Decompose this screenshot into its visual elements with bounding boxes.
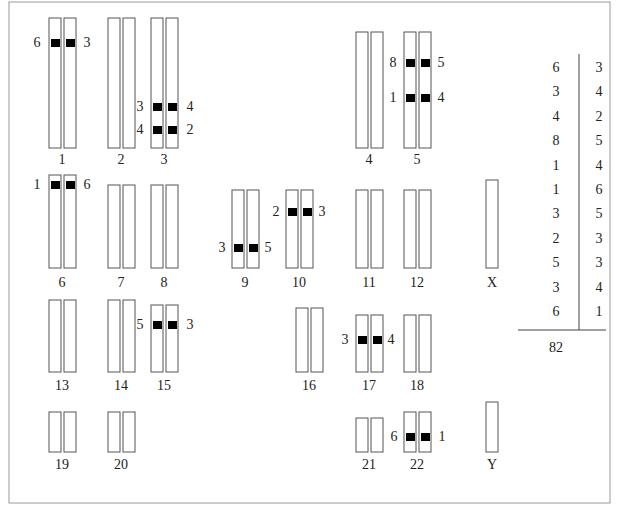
chromosome-number: 7	[118, 276, 125, 290]
allele-number: 2	[273, 205, 280, 219]
chromosome-number: 22	[410, 458, 424, 472]
table-cell: 4	[596, 85, 603, 99]
table-cell: 5	[553, 256, 560, 270]
chromosome-number: 15	[157, 379, 171, 393]
chromosome-number: 3	[161, 153, 168, 167]
allele-number: 1	[439, 430, 446, 444]
allele-number: 8	[390, 56, 397, 70]
allele-number: 3	[342, 333, 349, 347]
allele-number: 1	[34, 178, 41, 192]
allele-number: 3	[84, 36, 91, 50]
chromosome-number: 19	[55, 458, 69, 472]
table-cell: 3	[553, 281, 560, 295]
chromosome-number: Y	[487, 458, 497, 472]
allele-number: 4	[187, 100, 194, 114]
chromosome-number: 1	[59, 153, 66, 167]
chromosome-number: 11	[362, 276, 375, 290]
allele-number: 2	[187, 123, 194, 137]
chromosomes	[49, 18, 498, 452]
table-cell: 1	[553, 183, 560, 197]
chromosome-number: 9	[242, 276, 249, 290]
chromosome-number: 4	[366, 153, 373, 167]
frame	[9, 2, 610, 503]
chromosome-number: 18	[410, 379, 424, 393]
chromosome-number: 17	[362, 379, 376, 393]
chromosome-number: 14	[114, 379, 128, 393]
chromosome-number: 10	[292, 276, 306, 290]
chromosome-number: 12	[410, 276, 424, 290]
chromosome-number: 13	[55, 379, 69, 393]
allele-number: 6	[34, 36, 41, 50]
table-cell: 2	[596, 110, 603, 124]
table-cell: 6	[596, 183, 603, 197]
allele-number: 4	[388, 333, 395, 347]
table-total: 82	[549, 341, 563, 355]
table-cell: 6	[553, 305, 560, 319]
table-cell: 3	[553, 207, 560, 221]
allele-number: 3	[319, 205, 326, 219]
chromosome-number: 2	[118, 153, 125, 167]
table-cell: 1	[553, 159, 560, 173]
table-cell: 1	[596, 305, 603, 319]
table-cell: 3	[553, 85, 560, 99]
allele-number: 5	[265, 241, 272, 255]
table-cell: 8	[553, 134, 560, 148]
allele-number: 3	[137, 100, 144, 114]
allele-number: 6	[84, 178, 91, 192]
allele-number: 5	[438, 56, 445, 70]
table-cell: 4	[596, 159, 603, 173]
chromosome-number: 20	[114, 458, 128, 472]
table-cell: 4	[596, 281, 603, 295]
table-cell: 6	[553, 61, 560, 75]
allele-number: 6	[391, 430, 398, 444]
allele-number: 5	[137, 318, 144, 332]
chromosome-number: 16	[302, 379, 316, 393]
chromosome-number: 5	[414, 153, 421, 167]
chromosome-number: X	[487, 276, 497, 290]
chromosome-number: 21	[362, 458, 376, 472]
table-cell: 3	[596, 61, 603, 75]
table-rules	[518, 54, 606, 330]
table-cell: 3	[596, 256, 603, 270]
table-cell: 5	[596, 134, 603, 148]
allele-number: 1	[390, 91, 397, 105]
marker-bands	[51, 39, 430, 441]
chromosome-number: 6	[59, 276, 66, 290]
table-cell: 5	[596, 207, 603, 221]
allele-number: 3	[187, 318, 194, 332]
allele-number: 4	[438, 91, 445, 105]
table-cell: 3	[596, 232, 603, 246]
chromosome-number: 8	[161, 276, 168, 290]
table-cell: 4	[553, 110, 560, 124]
allele-number: 4	[137, 123, 144, 137]
allele-number: 3	[219, 241, 226, 255]
table-cell: 2	[553, 232, 560, 246]
